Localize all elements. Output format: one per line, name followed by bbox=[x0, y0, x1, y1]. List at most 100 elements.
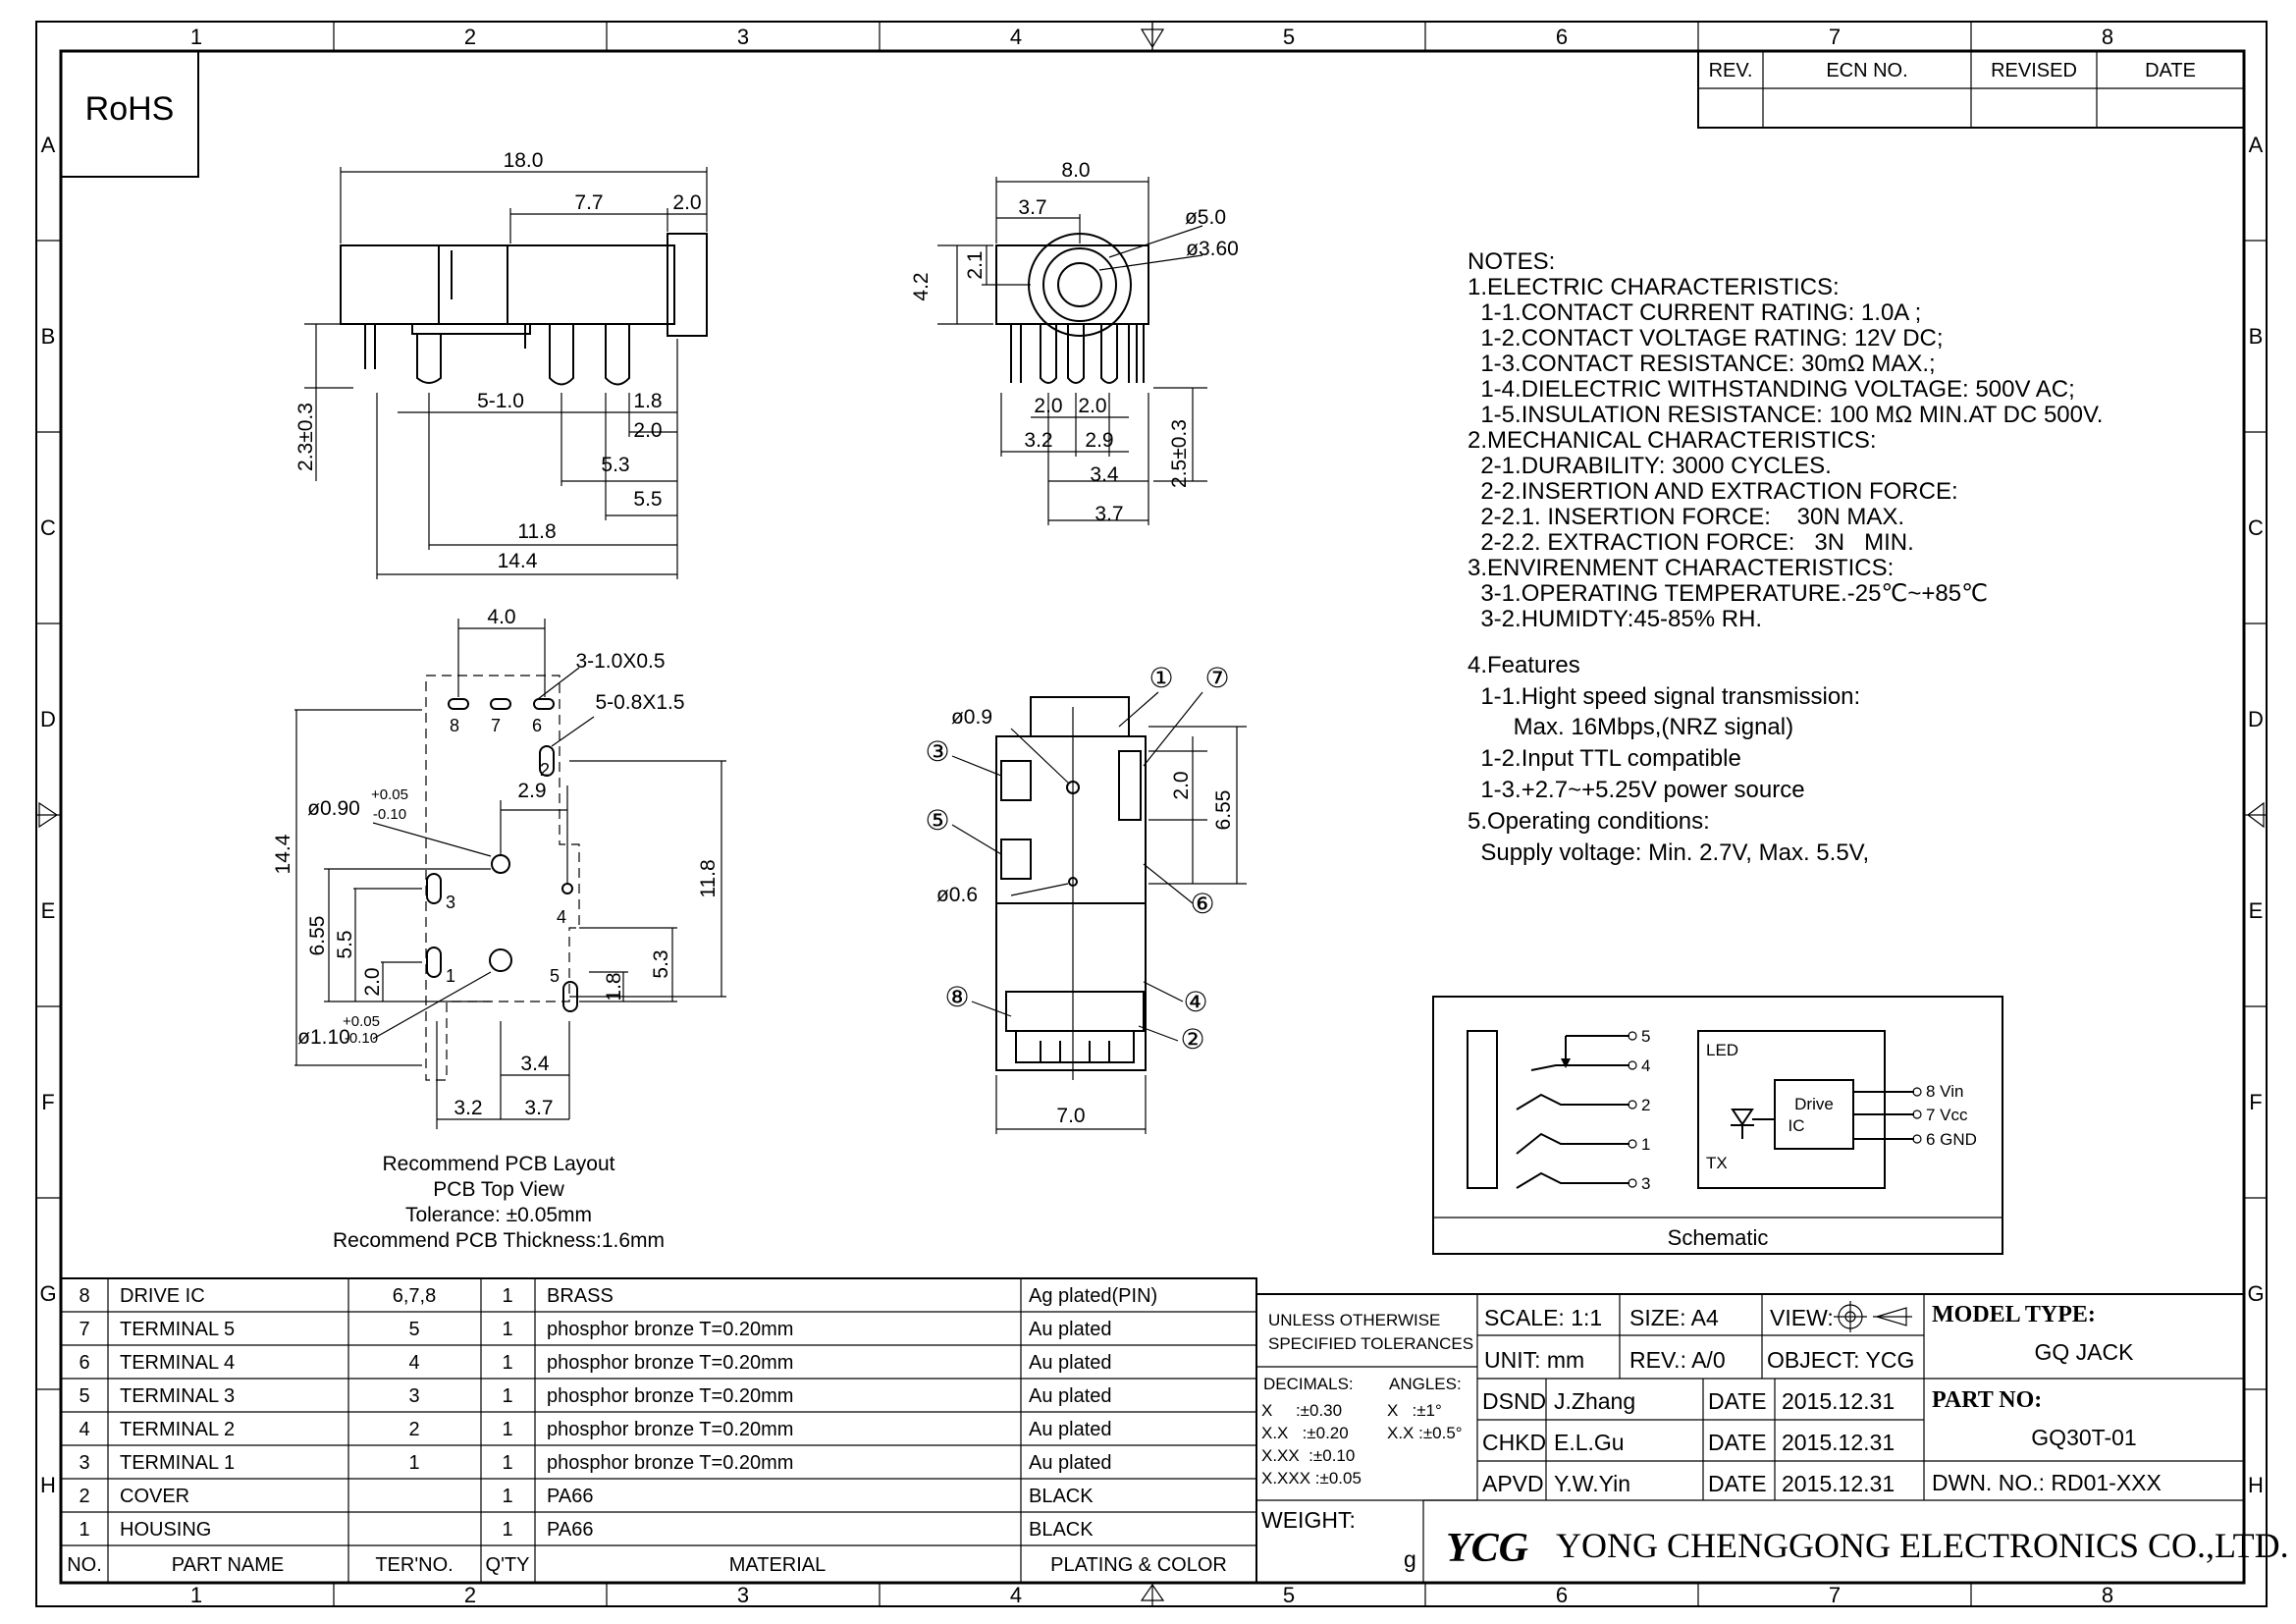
signoff-date-label: DATE bbox=[1708, 1388, 1767, 1414]
bom-header: PART NAME bbox=[172, 1554, 284, 1576]
pin-label: 4 bbox=[557, 907, 566, 927]
bom-cell: PA66 bbox=[547, 1519, 593, 1541]
callout-6: ⑥ bbox=[1190, 889, 1214, 919]
dim-label: 7.7 bbox=[574, 191, 603, 214]
bom-cell: BLACK bbox=[1029, 1519, 1094, 1541]
rohs-label: RoHS bbox=[85, 90, 175, 128]
bom-cell: phosphor bronze T=0.20mm bbox=[547, 1452, 793, 1474]
schematic-pin: 3 bbox=[1641, 1174, 1650, 1193]
bom-cell: Au plated bbox=[1029, 1452, 1112, 1474]
dim-label: ø0.9 bbox=[951, 706, 992, 729]
schematic-pin: 7 Vcc bbox=[1926, 1106, 1968, 1124]
dim-label: ø5.0 bbox=[1185, 206, 1226, 229]
feature-line: 5.Operating conditions: bbox=[1468, 808, 1710, 835]
dim-label: 11.8 bbox=[517, 520, 556, 543]
feature-line: 1-2.Input TTL compatible bbox=[1468, 745, 1741, 772]
bom-cell: BLACK bbox=[1029, 1486, 1094, 1507]
dim-label: +0.05 bbox=[371, 786, 408, 803]
company-name: YONG CHENGGONG ELECTRONICS CO.,LTD. bbox=[1556, 1526, 2289, 1565]
sheet-frame bbox=[35, 21, 2268, 1607]
signoff-date: 2015.12.31 bbox=[1782, 1388, 1895, 1414]
dim-label: 3.7 bbox=[1095, 503, 1123, 525]
bom-cell: COVER bbox=[120, 1486, 189, 1507]
dim-label: 3.2 bbox=[454, 1097, 482, 1119]
signoff-name: J.Zhang bbox=[1554, 1388, 1635, 1414]
column-label: 5 bbox=[1283, 1583, 1295, 1607]
callout-8: ⑧ bbox=[944, 982, 969, 1012]
bom-header: TER'NO. bbox=[375, 1554, 453, 1576]
bom-cell: Au plated bbox=[1029, 1319, 1112, 1340]
tolerance-heading: SPECIFIED TOLERANCES bbox=[1268, 1334, 1473, 1353]
feature-line: 1-1.Hight speed signal transmission: bbox=[1468, 683, 1860, 710]
note-line: 1-1.CONTACT CURRENT RATING: 1.0A ; bbox=[1468, 299, 1921, 326]
dim-label: 3.2 bbox=[1024, 429, 1052, 452]
projection-symbol-icon bbox=[1834, 1301, 1912, 1332]
dim-label: 2.0 bbox=[633, 419, 662, 442]
bom-cell: phosphor bronze T=0.20mm bbox=[547, 1419, 793, 1440]
ecn-header: ECN NO. bbox=[1826, 60, 1907, 81]
dim-label: 6.55 bbox=[1212, 790, 1235, 831]
note-line: 1-5.INSULATION RESISTANCE: 100 MΩ MIN.AT… bbox=[1468, 402, 2103, 428]
column-label: 1 bbox=[190, 25, 202, 49]
note-line: 2-1.DURABILITY: 3000 CYCLES. bbox=[1468, 453, 1832, 479]
column-label: 4 bbox=[1010, 25, 1022, 49]
column-label: 5 bbox=[1283, 25, 1295, 49]
bom-header: MATERIAL bbox=[729, 1554, 827, 1576]
schematic-tx-label: TX bbox=[1706, 1154, 1728, 1172]
revision-block: REV. ECN NO. REVISED DATE bbox=[1697, 50, 2245, 129]
signoff-role: CHKD bbox=[1482, 1430, 1546, 1455]
dim-label: 2.0 bbox=[672, 191, 701, 214]
angles-label: ANGLES: bbox=[1389, 1375, 1462, 1393]
column-label: 4 bbox=[1010, 1583, 1022, 1607]
drive-ic-label: Drive bbox=[1794, 1095, 1834, 1113]
signoff-role: APVD bbox=[1482, 1471, 1544, 1496]
title-block: UNLESS OTHERWISE SPECIFIED TOLERANCES DE… bbox=[1255, 1293, 2289, 1584]
part-no-value: GQ30T-01 bbox=[2031, 1425, 2136, 1450]
dim-label: 7.0 bbox=[1056, 1105, 1085, 1127]
bom-cell: Au plated bbox=[1029, 1352, 1112, 1374]
notes: NOTES: 1.ELECTRIC CHARACTERISTICS: 1-1.C… bbox=[1468, 248, 2103, 866]
signoff-date: 2015.12.31 bbox=[1782, 1471, 1895, 1496]
schematic-pin: 4 bbox=[1641, 1056, 1650, 1075]
column-label: 6 bbox=[1556, 1583, 1568, 1607]
dim-label: 14.4 bbox=[272, 834, 294, 874]
scale-label: SCALE: 1:1 bbox=[1484, 1305, 1602, 1330]
bom-cell: 4 bbox=[408, 1352, 419, 1374]
dim-label: 3.4 bbox=[520, 1053, 550, 1075]
tolerance-line: X.XXX :±0.05 bbox=[1261, 1469, 1362, 1488]
bom-cell: TERMINAL 3 bbox=[120, 1385, 235, 1407]
callout-2: ② bbox=[1180, 1024, 1204, 1055]
note-line: 3-2.HUMIDTY:45-85% RH. bbox=[1468, 606, 1762, 632]
row-label: F bbox=[41, 1090, 54, 1114]
bom-cell: 1 bbox=[502, 1519, 512, 1541]
note-line: 2-2.1. INSERTION FORCE: 30N MAX. bbox=[1468, 504, 1904, 530]
bom-header: PLATING & COLOR bbox=[1050, 1554, 1227, 1576]
bom-cell: 1 bbox=[502, 1385, 512, 1407]
note-line: 1-4.DIELECTRIC WITHSTANDING VOLTAGE: 500… bbox=[1468, 376, 2075, 403]
signoff-role: DSND bbox=[1482, 1388, 1546, 1414]
schematic: 5 4 2 1 3 LED TX Drive IC 8 Vin 7 Vcc 6 … bbox=[1432, 996, 2003, 1255]
dim-label: -0.10 bbox=[345, 1030, 378, 1047]
row-label: B bbox=[41, 324, 56, 349]
feature-line: 4.Features bbox=[1468, 652, 1580, 678]
date-header: DATE bbox=[2145, 60, 2196, 81]
dim-label: 14.4 bbox=[498, 550, 538, 572]
front-view: 8.0 3.7 ø5.0 ø3.60 4.2 2.1 2.0 2.0 3.2 2… bbox=[910, 159, 1239, 525]
dim-label: 4.2 bbox=[910, 272, 933, 300]
pin-label: 6 bbox=[532, 716, 542, 735]
bom-cell: 3 bbox=[79, 1452, 89, 1474]
tolerance-line: X.X :±0.20 bbox=[1261, 1424, 1349, 1442]
bom-cell: 1 bbox=[502, 1352, 512, 1374]
bom-cell: TERMINAL 1 bbox=[120, 1452, 235, 1474]
feature-line: Supply voltage: Min. 2.7V, Max. 5.5V, bbox=[1468, 839, 1869, 866]
row-label: C bbox=[40, 515, 56, 540]
part-no-label: PART NO: bbox=[1932, 1387, 2042, 1413]
callout-5: ⑤ bbox=[925, 805, 949, 836]
callout-3: ③ bbox=[925, 736, 949, 767]
signoff-date: 2015.12.31 bbox=[1782, 1430, 1895, 1455]
bom-cell: 1 bbox=[502, 1452, 512, 1474]
signoff-name: E.L.Gu bbox=[1554, 1430, 1625, 1455]
bom-cell: PA66 bbox=[547, 1486, 593, 1507]
bom-cell: 3 bbox=[408, 1385, 419, 1407]
bom-cell: 1 bbox=[502, 1285, 512, 1307]
